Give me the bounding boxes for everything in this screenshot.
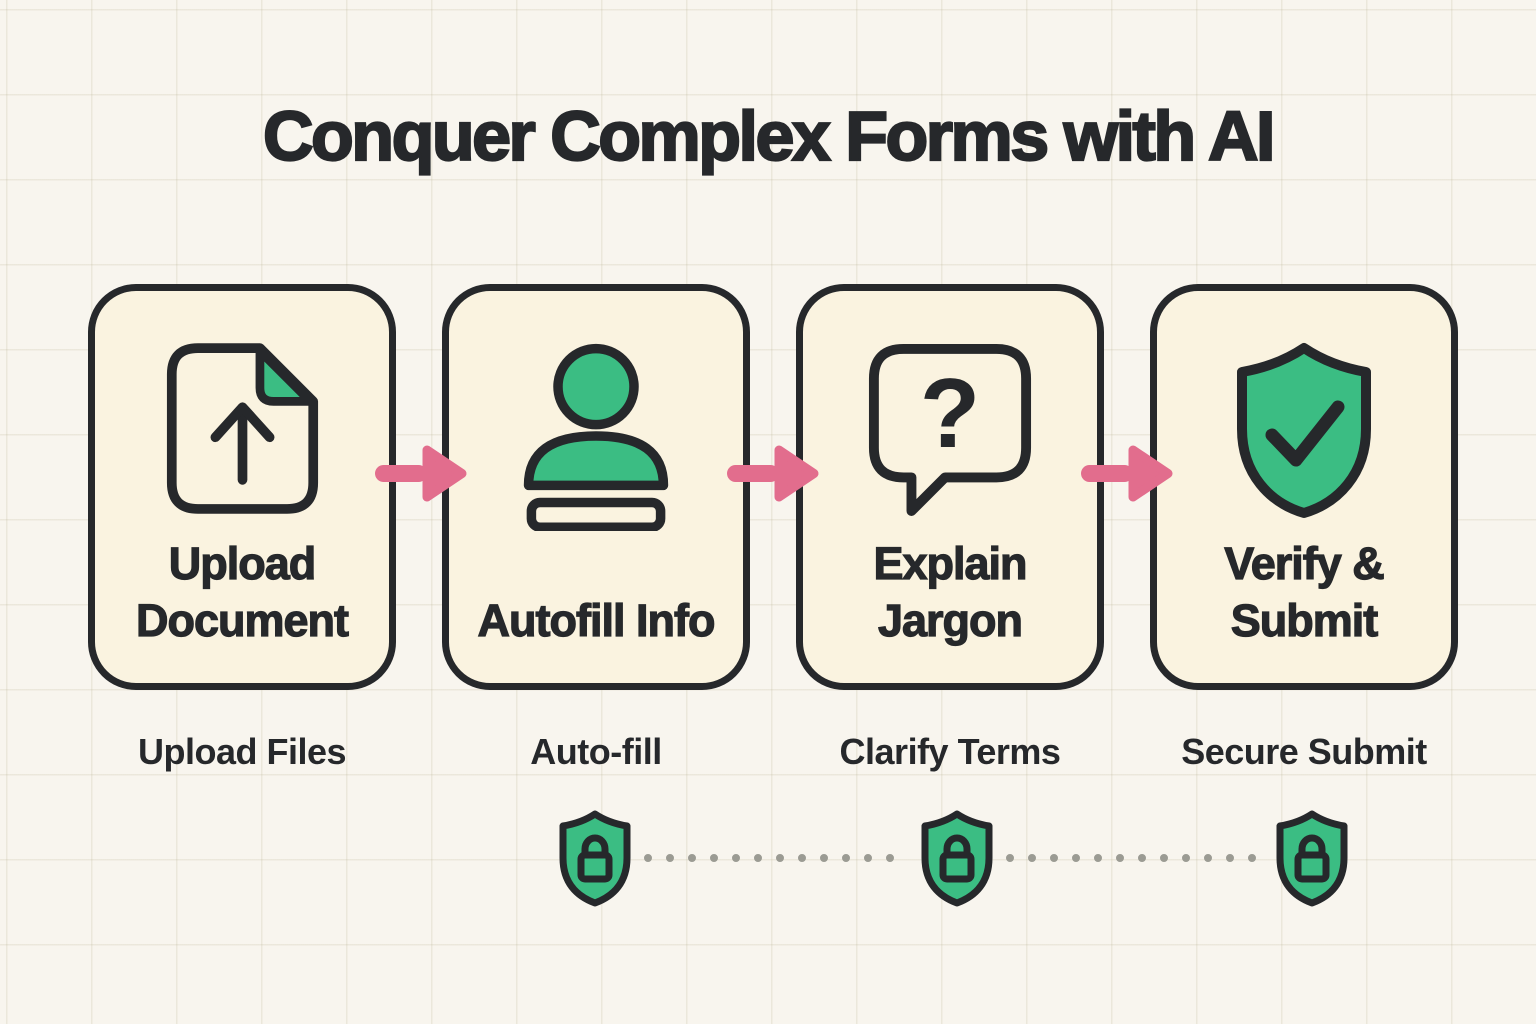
step-title: Explain Jargon bbox=[873, 537, 1028, 646]
shield-lock-icon bbox=[559, 810, 631, 907]
shield-check-icon bbox=[1157, 341, 1451, 521]
step-verify-submit: Verify & Submit Secure Submit bbox=[1150, 284, 1458, 772]
step-title: Autofill Info bbox=[477, 594, 716, 646]
dotted-connector bbox=[644, 854, 1274, 862]
step-explain-jargon: ? Explain Jargon Clarify Terms bbox=[796, 284, 1104, 772]
document-upload-icon bbox=[95, 341, 389, 516]
question-mark-glyph: ? bbox=[920, 358, 980, 468]
page-title: Conquer Complex Forms with AI bbox=[262, 96, 1277, 176]
step-card-explain-jargon: ? Explain Jargon bbox=[796, 284, 1104, 690]
step-card-verify-submit: Verify & Submit bbox=[1150, 284, 1458, 690]
step-card-upload-document: Upload Document bbox=[88, 284, 396, 690]
arrow-right-icon bbox=[375, 445, 467, 502]
step-card-autofill-info: Autofill Info bbox=[442, 284, 750, 690]
step-upload-document: Upload Document Upload Files bbox=[88, 284, 396, 772]
question-bubble-icon: ? bbox=[803, 341, 1097, 517]
shield-lock-icon bbox=[921, 810, 993, 907]
arrow-right-icon bbox=[727, 445, 819, 502]
person-profile-icon bbox=[449, 341, 743, 531]
step-autofill-info: Autofill Info Auto-fill bbox=[442, 284, 750, 772]
arrow-right-icon bbox=[1081, 445, 1173, 502]
step-caption: Secure Submit bbox=[1181, 731, 1427, 772]
step-caption: Clarify Terms bbox=[839, 731, 1061, 772]
step-caption: Auto-fill bbox=[530, 731, 662, 772]
step-title: Upload Document bbox=[135, 537, 349, 646]
shield-lock-icon bbox=[1276, 810, 1348, 907]
step-title: Verify & Submit bbox=[1224, 537, 1386, 646]
step-caption: Upload Files bbox=[137, 731, 347, 772]
